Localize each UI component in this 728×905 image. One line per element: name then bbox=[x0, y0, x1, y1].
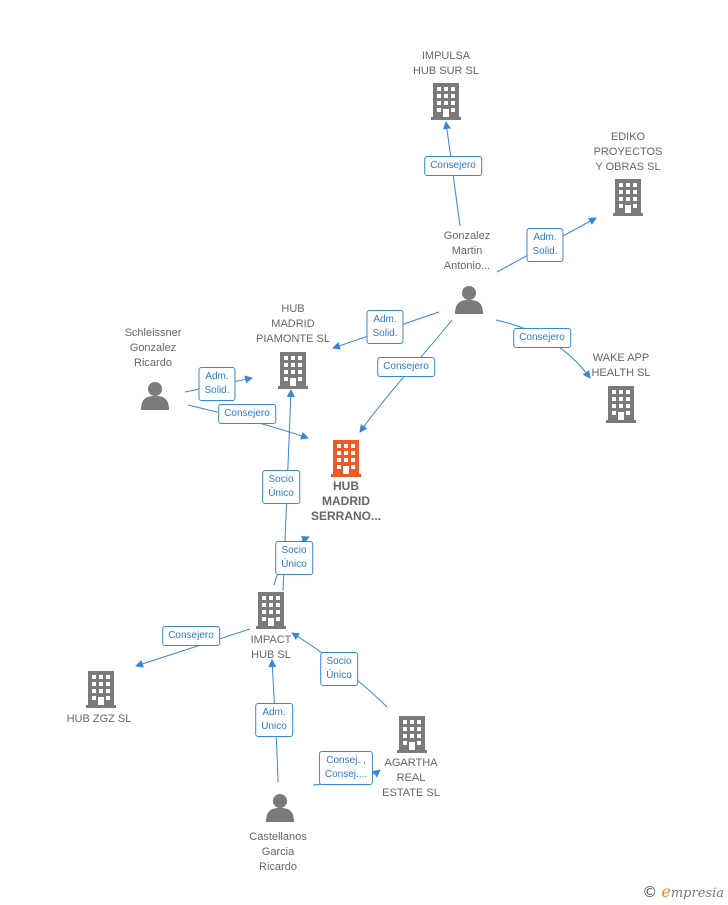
building-icon[interactable] bbox=[278, 352, 308, 389]
node-label-wake[interactable]: WAKE APP HEALTH SL bbox=[591, 352, 651, 379]
edge-role-label[interactable]: Socio Único bbox=[275, 541, 313, 575]
edge-role-label[interactable]: Adm. Solid. bbox=[366, 310, 404, 344]
edge-role-label[interactable]: Socio Único bbox=[320, 652, 358, 686]
building-icon[interactable] bbox=[256, 592, 286, 629]
node-label-impact[interactable]: IMPACT HUB SL bbox=[250, 634, 292, 661]
edge-role-label[interactable]: Adm. Solid. bbox=[526, 228, 564, 262]
building-icon[interactable] bbox=[331, 440, 361, 477]
edge-role-label[interactable]: Consejero bbox=[218, 404, 276, 424]
edge-line bbox=[135, 628, 251, 668]
node-label-gonzalez[interactable]: Gonzalez Martin Antonio... bbox=[443, 230, 491, 272]
building-icon[interactable] bbox=[86, 671, 116, 708]
edge-role-label[interactable]: Adm. Solid. bbox=[198, 367, 236, 401]
edge-role-label[interactable]: Socio Único bbox=[262, 470, 300, 504]
building-icon[interactable] bbox=[431, 83, 461, 120]
edge-role-label[interactable]: Adm. Unico bbox=[255, 703, 293, 737]
person-icon[interactable] bbox=[266, 794, 294, 822]
brand-logo: © empresia bbox=[642, 882, 724, 901]
building-icon[interactable] bbox=[613, 179, 643, 216]
copyright-icon: © bbox=[642, 883, 658, 901]
node-label-castellanos[interactable]: Castellanos Garcia Ricardo bbox=[249, 831, 307, 873]
edge-role-label[interactable]: Consejero bbox=[377, 357, 435, 377]
node-label-impulsa[interactable]: IMPULSA HUB SUR SL bbox=[412, 50, 480, 77]
edge-role-label[interactable]: Consej. , Consej.... bbox=[318, 751, 374, 785]
node-label-serrano[interactable]: HUB MADRID SERRANO... bbox=[310, 479, 382, 523]
building-icon[interactable] bbox=[606, 386, 636, 423]
node-label-piamonte[interactable]: HUB MADRID PIAMONTE SL bbox=[256, 303, 330, 345]
building-icon[interactable] bbox=[397, 716, 427, 753]
edge-role-label[interactable]: Consejero bbox=[424, 156, 482, 176]
node-label-hubzgz[interactable]: HUB ZGZ SL bbox=[66, 713, 132, 725]
node-label-agartha[interactable]: AGARTHA REAL ESTATE SL bbox=[382, 757, 440, 799]
node-label-ediko[interactable]: EDIKO PROYECTOS Y OBRAS SL bbox=[593, 131, 663, 173]
person-icon[interactable] bbox=[141, 382, 169, 410]
person-icon[interactable] bbox=[455, 286, 483, 314]
edge-role-label[interactable]: Consejero bbox=[513, 328, 571, 348]
node-label-schleissner[interactable]: Schleissner Gonzalez Ricardo bbox=[124, 327, 182, 369]
edge-role-label[interactable]: Consejero bbox=[162, 626, 220, 646]
